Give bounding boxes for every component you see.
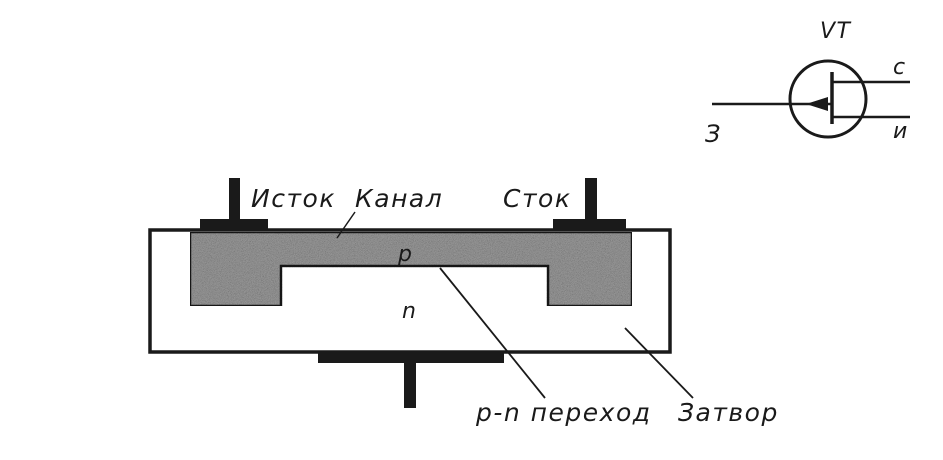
symbol-drain-label: с bbox=[893, 55, 907, 80]
p-region-label: p bbox=[397, 242, 413, 267]
jfet-cross-section: p n Исток Канал Сток p-n переход Затвор bbox=[148, 178, 779, 427]
drain-contact bbox=[553, 219, 626, 231]
gate-label: Затвор bbox=[678, 398, 779, 427]
junction-label: p-n переход bbox=[475, 398, 652, 427]
symbol-circle bbox=[788, 59, 868, 139]
n-region-label: n bbox=[402, 299, 417, 324]
gate-contact bbox=[318, 352, 504, 363]
gate-leader-line bbox=[624, 327, 694, 399]
source-label: Исток bbox=[251, 184, 336, 213]
drain-terminal bbox=[585, 178, 597, 222]
junction-leader-line bbox=[439, 267, 546, 399]
symbol-source-label: и bbox=[893, 119, 909, 144]
source-terminal bbox=[229, 178, 240, 222]
p-channel-region bbox=[188, 230, 634, 308]
drain-label: Сток bbox=[503, 184, 571, 213]
symbol-gate-label: З bbox=[705, 120, 722, 148]
jfet-symbol: VT с и З bbox=[705, 19, 910, 148]
symbol-arrow-icon bbox=[806, 97, 828, 111]
source-contact bbox=[200, 219, 268, 231]
symbol-designator: VT bbox=[820, 19, 852, 44]
channel-label: Канал bbox=[355, 184, 443, 213]
gate-terminal bbox=[404, 362, 416, 408]
channel-leader-line bbox=[336, 211, 356, 239]
